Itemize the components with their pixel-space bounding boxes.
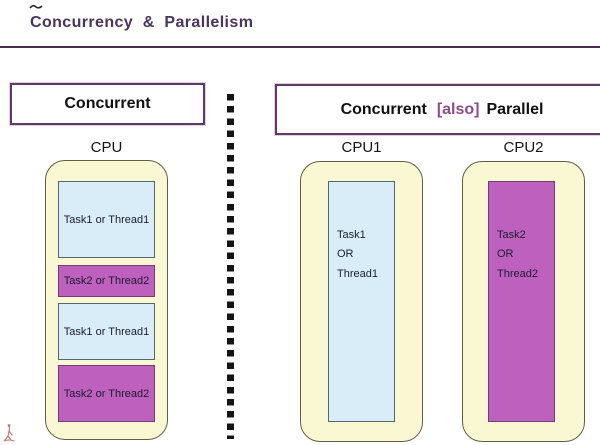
- signature-mark-icon: [3, 424, 15, 442]
- concurrent-header-box: Concurrent: [10, 83, 205, 125]
- concurrent-header-label: Concurrent: [64, 95, 151, 112]
- cpu1-task-column: Task1 OR Thread1: [328, 181, 395, 422]
- page-title: Concurrency & Parallelism: [30, 14, 254, 31]
- task-slice-3: Task1 or Thread1: [58, 303, 155, 360]
- cpu2-task-column: Task2 OR Thread2: [488, 181, 555, 422]
- task-slice-1: Task1 or Thread1: [58, 181, 155, 258]
- cpu-label: CPU: [90, 139, 123, 156]
- task-slice-3-label: Task1 or Thread1: [63, 325, 150, 338]
- header-part-also: [also]: [436, 100, 480, 118]
- header-part-concurrent: Concurrent: [340, 100, 427, 118]
- task-slice-2-label: Task2 or Thread2: [63, 275, 150, 287]
- task-slice-2: Task2 or Thread2: [58, 265, 155, 297]
- task-slice-1-label: Task1 or Thread1: [63, 213, 150, 226]
- header-part-parallel: Parallel: [486, 100, 544, 118]
- title-underline: [0, 46, 600, 48]
- task-slice-4-label: Task2 or Thread2: [63, 387, 150, 400]
- concurrent-parallel-header-box: Concurrent [also] Parallel: [275, 84, 600, 135]
- top-left-mark-icon: [29, 4, 43, 9]
- cpu2-label: CPU2: [503, 139, 544, 156]
- dotted-divider: [227, 94, 234, 439]
- cpu1-label: CPU1: [341, 139, 382, 156]
- task-slice-4: Task2 or Thread2: [58, 365, 155, 422]
